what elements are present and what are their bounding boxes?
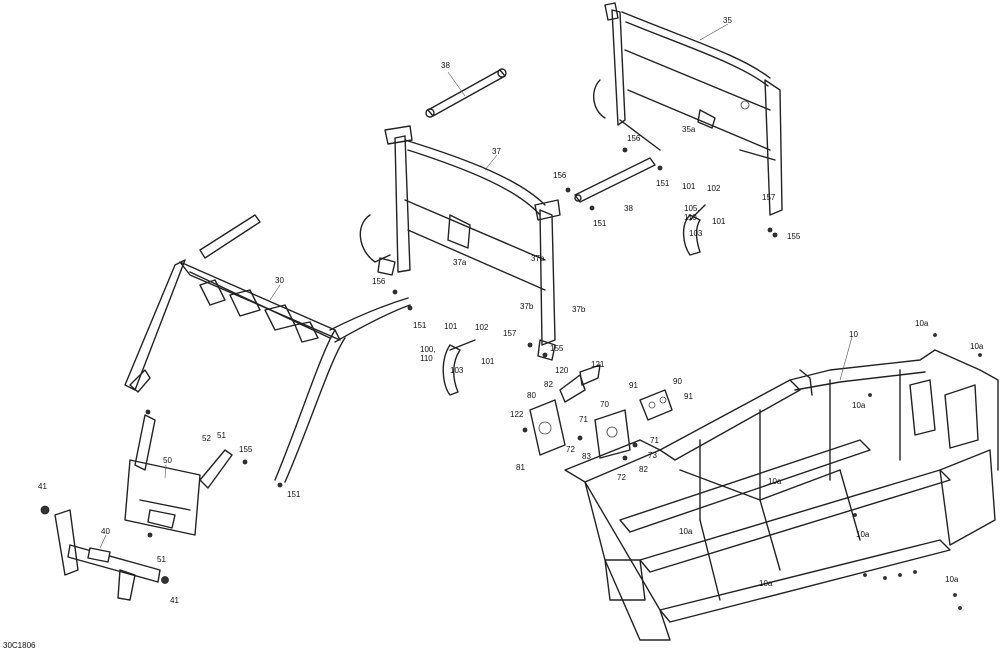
bracket-70	[594, 409, 631, 459]
callout-10a-lower: 10a	[856, 530, 870, 539]
callout-35a: 35a	[682, 125, 696, 134]
callout-10a-bottom: 10a	[759, 579, 773, 588]
callout-102-rear: 102	[707, 184, 721, 193]
callout-37a: 37a	[453, 258, 467, 267]
callout-105-110: 105, 110	[684, 204, 700, 222]
callout-50: 50	[163, 456, 172, 465]
callout-72-left: 72	[566, 445, 575, 454]
callout-156-rod: 156	[553, 171, 567, 180]
callout-82-bottom: 82	[639, 465, 648, 474]
callout-37b-top: 37b	[531, 254, 545, 263]
callout-151-rear: 151	[656, 179, 670, 188]
callout-156-front: 156	[372, 277, 386, 286]
callout-71-right: 71	[650, 436, 659, 445]
callout-10a-mid: 10a	[768, 477, 782, 486]
callout-37b-left: 37b	[520, 302, 534, 311]
diagram-code: 30C1806	[3, 641, 36, 650]
callout-151-rod: 151	[593, 219, 607, 228]
callout-70: 70	[600, 400, 609, 409]
callout-51-top: 51	[217, 431, 226, 440]
callout-122: 122	[510, 410, 524, 419]
callout-10: 10	[849, 330, 858, 339]
brace-40	[40, 505, 169, 601]
callout-51-bottom: 51	[157, 555, 166, 564]
callout-90: 90	[673, 377, 682, 386]
callout-102-mid: 102	[475, 323, 489, 332]
callout-155-mid: 155	[550, 344, 564, 353]
bar-103-mid	[442, 339, 476, 396]
leader-lines	[99, 23, 853, 549]
callout-156-rear: 156	[627, 134, 641, 143]
callout-120: 120	[555, 366, 569, 375]
callout-151-lower: 151	[287, 490, 301, 499]
bracket-80	[529, 364, 601, 456]
callout-35: 35	[723, 16, 732, 25]
callout-40: 40	[101, 527, 110, 536]
callout-72-bottom: 72	[617, 473, 626, 482]
callout-73: 73	[648, 451, 657, 460]
callout-155-rear: 155	[787, 232, 801, 241]
callout-41-top: 41	[38, 482, 47, 491]
callout-80: 80	[527, 391, 536, 400]
callout-71-left: 71	[579, 415, 588, 424]
callout-101-rear-a: 101	[682, 182, 696, 191]
callout-100-110: 100, 110	[420, 345, 436, 363]
callout-30: 30	[275, 276, 284, 285]
callout-10a-left: 10a	[679, 527, 693, 536]
callout-10a-bottom-right: 10a	[945, 575, 959, 584]
front-roll-cage-30	[124, 214, 411, 483]
callout-103-mid: 103	[450, 366, 464, 375]
bracket-50	[124, 414, 233, 536]
callout-101-mid-b: 101	[481, 357, 495, 366]
callout-91-left: 91	[629, 381, 638, 390]
callout-82-top: 82	[544, 380, 553, 389]
callout-37b-right: 37b	[572, 305, 586, 314]
callout-10a-center: 10a	[852, 401, 866, 410]
callout-155-front: 155	[239, 445, 253, 454]
main-frame-10	[564, 349, 999, 641]
rod-38-top	[425, 68, 507, 118]
callout-151-front: 151	[413, 321, 427, 330]
bracket-90	[639, 389, 673, 421]
callout-101-rear-b: 101	[712, 217, 726, 226]
middle-cage-37	[359, 125, 561, 361]
callout-10a-right: 10a	[970, 342, 984, 351]
callout-10a-top: 10a	[915, 319, 929, 328]
callout-83: 83	[582, 452, 591, 461]
fasteners	[145, 147, 982, 610]
callout-91-right: 91	[684, 392, 693, 401]
callout-81: 81	[516, 463, 525, 472]
callout-38-top: 38	[441, 61, 450, 70]
callout-121: 121	[591, 360, 605, 369]
callout-157-rear: 157	[762, 193, 776, 202]
callout-38-mid: 38	[624, 204, 633, 213]
callout-52: 52	[202, 434, 211, 443]
rear-cage-35	[593, 2, 783, 216]
callout-101-mid-a: 101	[444, 322, 458, 331]
callout-41-bottom: 41	[170, 596, 179, 605]
callout-103-rear: 103	[689, 229, 703, 238]
callout-37: 37	[492, 147, 501, 156]
callout-157-mid: 157	[503, 329, 517, 338]
bar-103-rear	[682, 204, 706, 256]
rod-38-mid	[574, 157, 656, 203]
